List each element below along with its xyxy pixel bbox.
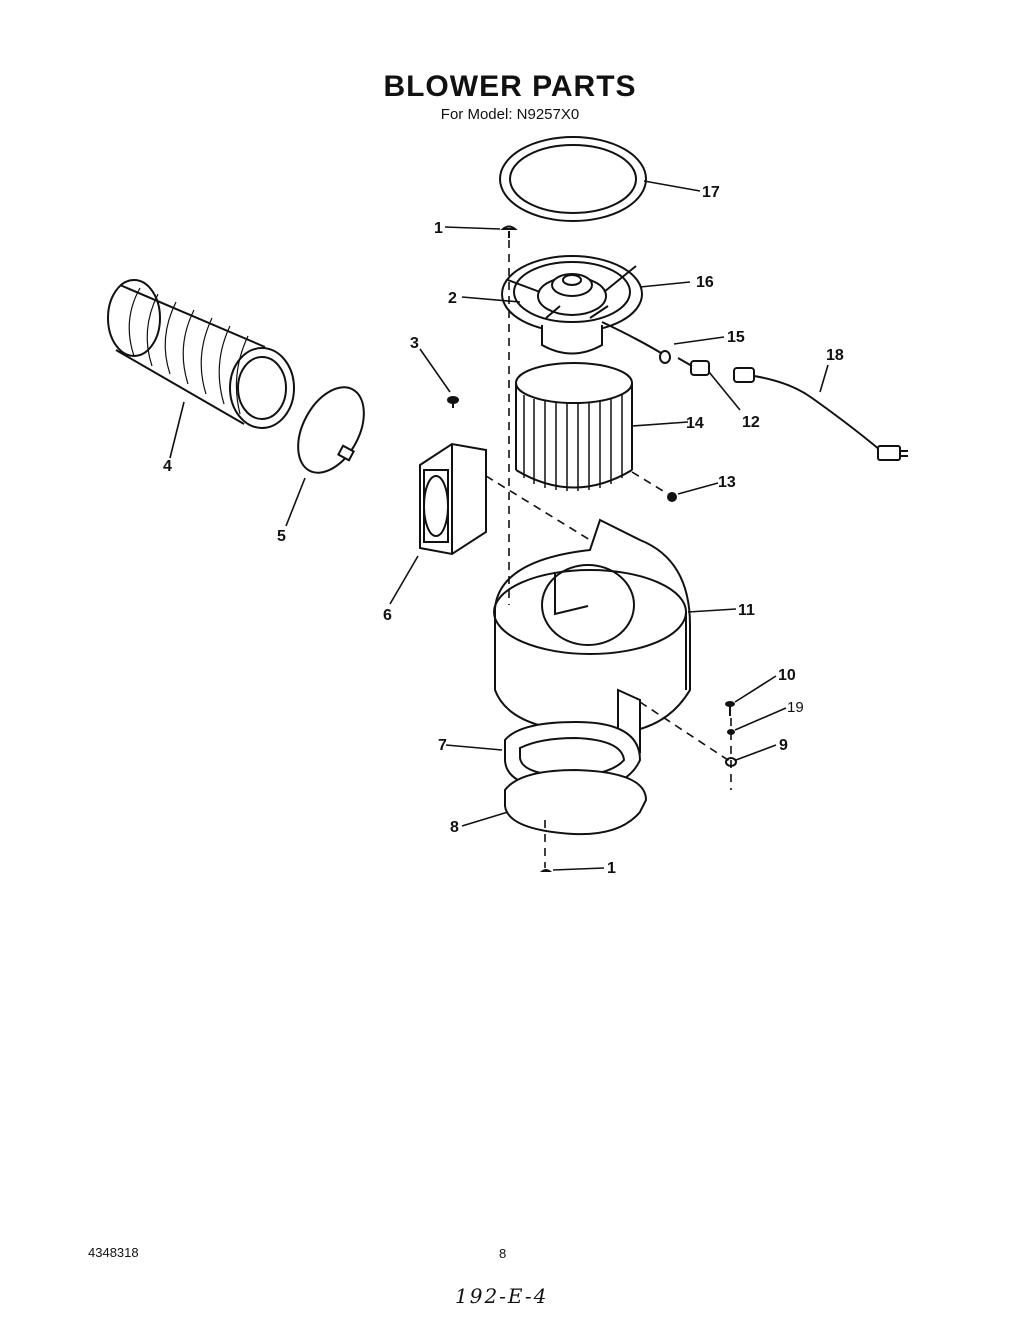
connector-12 bbox=[677, 357, 710, 376]
page-number: 8 bbox=[499, 1246, 507, 1261]
label-part-17: 17 bbox=[702, 184, 720, 201]
screw-3 bbox=[447, 396, 459, 408]
label-part-8: 8 bbox=[450, 819, 459, 836]
label-part-1-bottom: 1 bbox=[607, 860, 616, 877]
label-part-14: 14 bbox=[686, 415, 704, 432]
label-part-16: 16 bbox=[696, 274, 714, 291]
nut-13 bbox=[667, 492, 677, 502]
exhaust-hose-4 bbox=[107, 279, 295, 429]
wire-harness-18 bbox=[733, 367, 908, 461]
gasket-ring-17 bbox=[499, 136, 647, 222]
label-part-9: 9 bbox=[779, 737, 788, 754]
cover-plate-8 bbox=[504, 768, 648, 836]
label-part-19: 19 bbox=[787, 699, 804, 716]
label-part-15: 15 bbox=[727, 329, 745, 346]
label-part-3: 3 bbox=[410, 335, 419, 352]
label-part-1-top: 1 bbox=[434, 220, 443, 237]
label-part-4: 4 bbox=[163, 458, 172, 475]
screw-1-bottom bbox=[540, 869, 552, 872]
handwritten-note: 192-E-4 bbox=[455, 1284, 549, 1308]
page-title: BLOWER PARTS bbox=[383, 70, 637, 103]
leader-lines bbox=[169, 180, 829, 871]
label-part-12: 12 bbox=[742, 414, 760, 431]
label-part-10: 10 bbox=[778, 667, 796, 684]
adapter-6 bbox=[419, 442, 487, 556]
label-part-18: 18 bbox=[826, 347, 844, 364]
label-part-2: 2 bbox=[448, 290, 457, 307]
part-labels: 1 17 2 16 3 15 18 12 14 13 4 5 6 11 10 1… bbox=[163, 184, 844, 877]
label-part-5: 5 bbox=[277, 528, 286, 545]
label-part-7: 7 bbox=[438, 737, 447, 754]
label-part-6: 6 bbox=[383, 607, 392, 624]
screw-1-top bbox=[500, 225, 518, 238]
document-part-number: 4348318 bbox=[88, 1245, 139, 1260]
blower-wheel-14 bbox=[515, 362, 633, 491]
motor-assembly bbox=[501, 255, 667, 357]
label-part-13: 13 bbox=[718, 474, 736, 491]
model-subtitle: For Model: N9257X0 bbox=[440, 106, 580, 123]
label-part-11: 11 bbox=[738, 602, 755, 619]
blower-housing-11 bbox=[493, 518, 691, 754]
clamp-5 bbox=[297, 386, 365, 474]
grommet-15 bbox=[659, 350, 671, 364]
